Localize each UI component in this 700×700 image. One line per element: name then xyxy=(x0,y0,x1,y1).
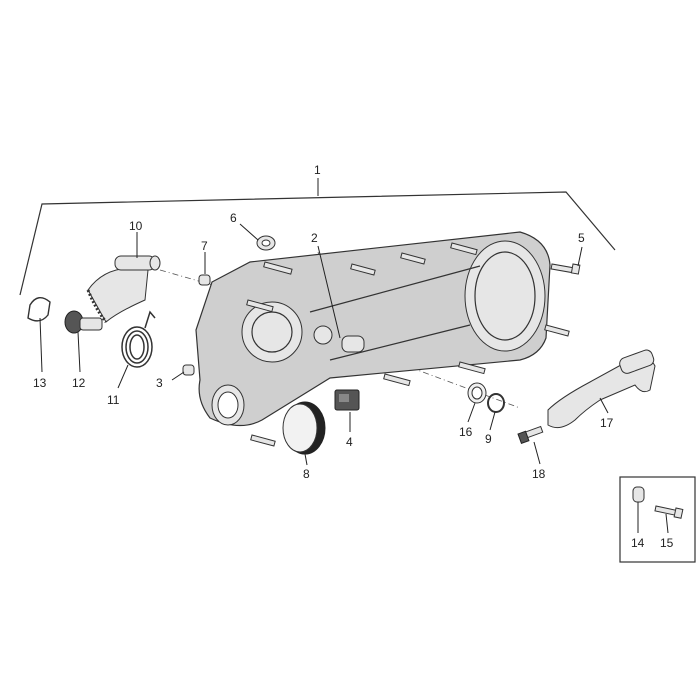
washer-6 xyxy=(256,235,276,251)
bolt-18 xyxy=(517,425,544,445)
callout-2: 2 xyxy=(311,231,318,245)
leader-12 xyxy=(77,331,81,373)
bolt-5 xyxy=(550,263,581,275)
callout-15: 15 xyxy=(660,536,674,550)
leader-6 xyxy=(239,223,259,241)
bushing-2 xyxy=(341,335,365,353)
crankcase-cover xyxy=(195,231,551,427)
leader-8 xyxy=(304,453,308,466)
leader-13 xyxy=(39,317,43,373)
callout-8: 8 xyxy=(303,467,310,481)
callout-10: 10 xyxy=(129,219,143,233)
callout-12: 12 xyxy=(72,376,86,390)
callout-7: 7 xyxy=(201,239,208,253)
leader-15 xyxy=(665,513,669,534)
assembly-bracket xyxy=(19,191,616,296)
dowel-pin-7 xyxy=(198,274,211,286)
circlip-9 xyxy=(487,393,505,413)
callout-9: 9 xyxy=(485,432,492,446)
callout-5: 5 xyxy=(578,231,585,245)
leader-9 xyxy=(489,411,496,431)
bushing-12 xyxy=(64,310,103,334)
callout-3: 3 xyxy=(156,376,163,390)
callout-11: 11 xyxy=(107,393,120,407)
inset-box xyxy=(619,476,696,563)
leader-18 xyxy=(533,441,541,465)
round-cap-8 xyxy=(282,401,326,455)
callout-6: 6 xyxy=(230,211,237,225)
block-4 xyxy=(334,389,360,411)
callout-labels: 1 2 3 4 5 6 7 8 9 10 11 12 13 14 15 16 1… xyxy=(33,163,674,550)
dowel-pin-3 xyxy=(182,364,195,376)
washer-16 xyxy=(467,382,487,404)
callout-17: 17 xyxy=(600,416,614,430)
kickstart-gear-10 xyxy=(86,255,161,323)
cover-bolts xyxy=(246,242,570,447)
leader-3 xyxy=(171,371,185,381)
callout-1: 1 xyxy=(314,163,321,177)
callout-18: 18 xyxy=(532,467,546,481)
leader-5 xyxy=(577,246,583,267)
spring-11 xyxy=(121,310,156,368)
leader-11 xyxy=(117,364,129,389)
leader-16 xyxy=(467,402,476,423)
callout-14: 14 xyxy=(631,536,645,550)
leader-lines xyxy=(39,223,669,534)
kick-lever-17 xyxy=(547,349,656,429)
callout-4: 4 xyxy=(346,435,353,449)
leader-2 xyxy=(317,245,341,339)
callout-16: 16 xyxy=(459,425,473,439)
callout-13: 13 xyxy=(33,376,47,390)
leader-17 xyxy=(599,397,609,414)
clip-13 xyxy=(27,297,51,322)
